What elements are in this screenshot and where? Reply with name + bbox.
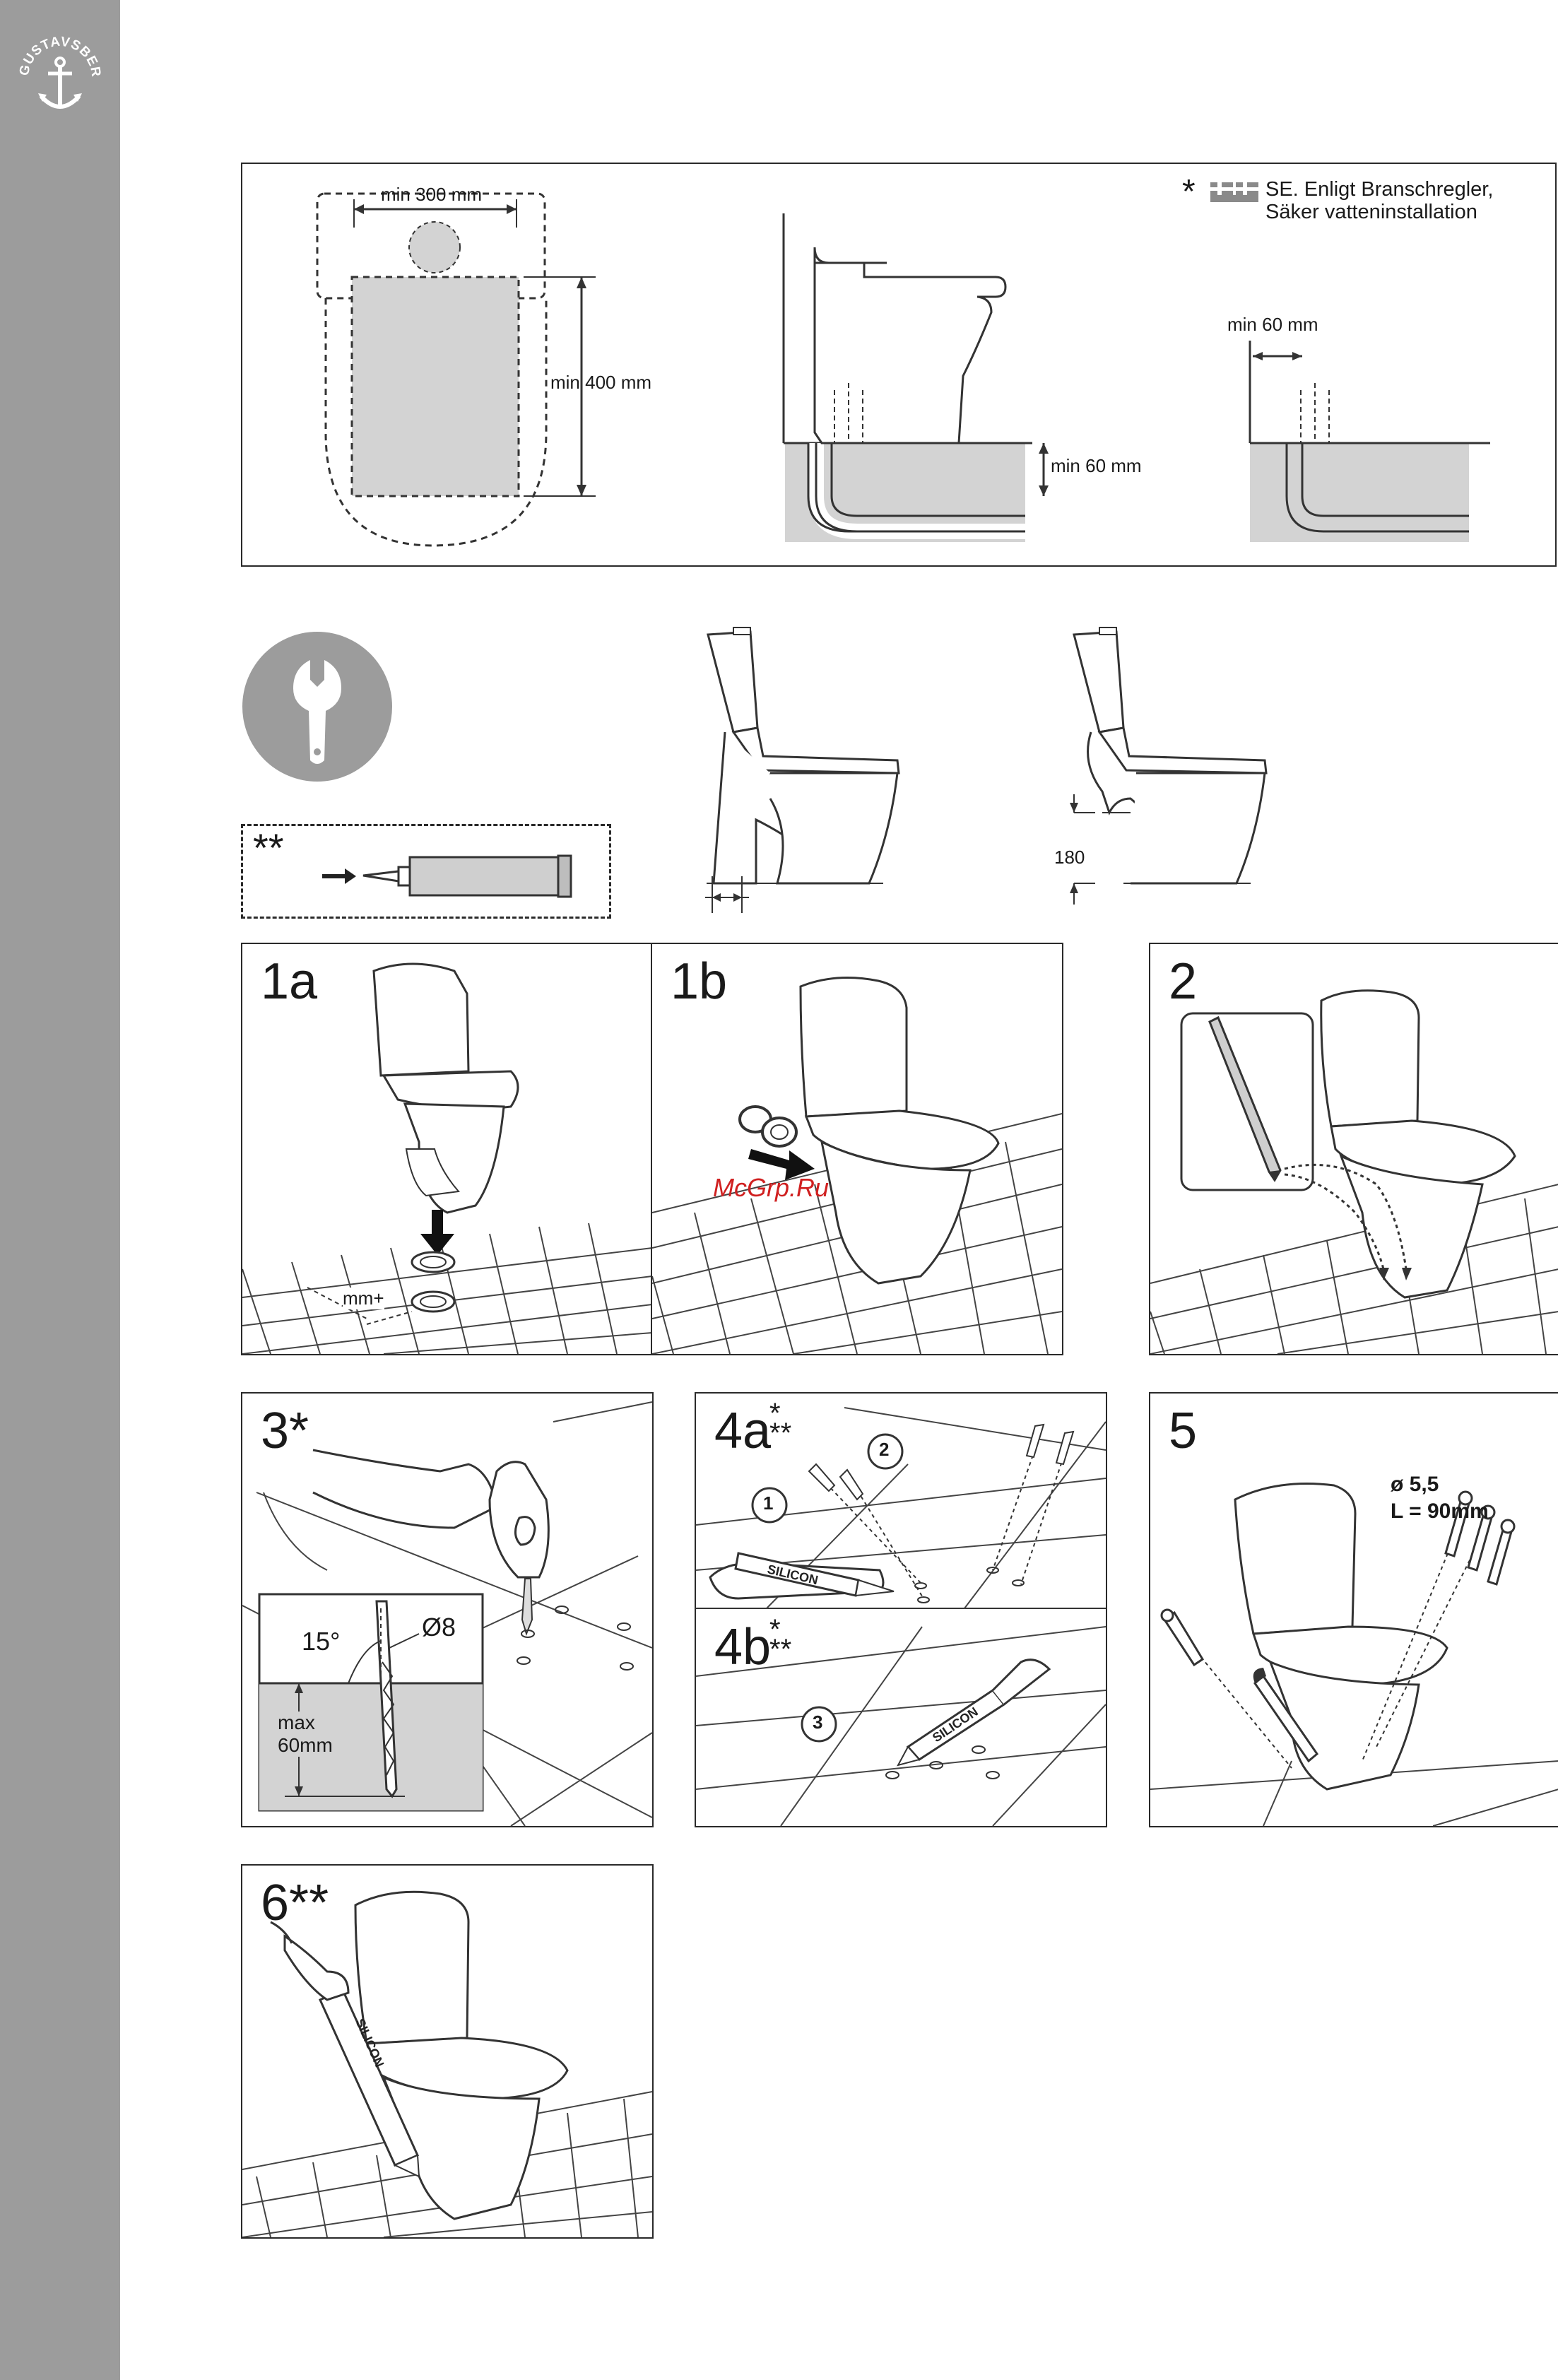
- variant-height-label: 180: [1054, 847, 1085, 868]
- width-label: min 300 mm: [381, 184, 482, 206]
- step-1a-label: 1a: [261, 953, 317, 1011]
- toilet-variant-1-drawing: [692, 622, 919, 919]
- callout-3: 3: [813, 1712, 822, 1733]
- drill-diameter: Ø8: [422, 1613, 456, 1642]
- gustavsberg-logo: GUSTAVSBERG: [13, 28, 107, 123]
- step-3-panel: 3* 15° Ø8 max 60mm: [241, 1392, 654, 1827]
- se-note-line2: Säker vatteninstallation: [1265, 201, 1477, 224]
- wall-clearance-label: min 60 mm: [1227, 314, 1318, 336]
- sealant-box: **: [241, 824, 611, 919]
- drill-angle: 15°: [302, 1627, 340, 1656]
- step-3-label: 3*: [261, 1402, 309, 1460]
- requirements-panel: min 300 mm min 400 mm min 60 mm min 60 m…: [241, 163, 1557, 567]
- drill-depth-line2: 60mm: [278, 1734, 333, 1757]
- step-1b-label: 1b: [671, 953, 727, 1011]
- step-1a-panel: 1a mm+: [241, 943, 654, 1355]
- se-note-line1: SE. Enligt Branschregler,: [1265, 178, 1493, 201]
- step-2-drawing: [1150, 944, 1558, 1354]
- sealant-tube-icon: [321, 852, 589, 901]
- callout-1: 1: [763, 1492, 773, 1514]
- step-4b-stars: * **: [769, 1620, 791, 1659]
- step-5-drawing: [1150, 1394, 1558, 1826]
- callout-2: 2: [879, 1439, 889, 1461]
- step-1a-note: mm+: [343, 1288, 384, 1309]
- toilet-variant-2-drawing: [1060, 622, 1286, 919]
- floor-height-label: min 60 mm: [1051, 455, 1142, 477]
- screw-diameter: ø 5,5: [1391, 1473, 1439, 1497]
- sidebar: GUSTAVSBERG: [0, 0, 120, 2380]
- step-4b-label: 4b: [714, 1618, 771, 1676]
- requirements-drawing: [242, 164, 1555, 565]
- watermark: McGrp.Ru: [713, 1173, 829, 1203]
- step-2-panel: 2: [1149, 943, 1558, 1355]
- step-5-panel: 5 ø 5,5 L = 90mm: [1149, 1392, 1558, 1827]
- step-6-panel: SILICON 6**: [241, 1864, 654, 2239]
- step-4a-label: 4a: [714, 1402, 771, 1460]
- step-4a-stars: * **: [769, 1403, 791, 1443]
- step-5-label: 5: [1169, 1402, 1197, 1460]
- step-2-label: 2: [1169, 953, 1197, 1011]
- step-4-panel: SILICON SILICON 4a * ** 1 2 4b * ** 3: [695, 1392, 1107, 1827]
- depth-label: min 400 mm: [550, 372, 651, 394]
- step-1b-panel: 1b McGrp.Ru: [651, 943, 1063, 1355]
- drill-depth-line1: max: [278, 1712, 315, 1734]
- se-note-star: *: [1182, 172, 1196, 211]
- wrench-icon: [241, 630, 394, 783]
- step-6-label: 6**: [261, 1874, 329, 1932]
- screw-length: L = 90mm: [1391, 1500, 1489, 1524]
- sealant-marker: **: [253, 825, 284, 871]
